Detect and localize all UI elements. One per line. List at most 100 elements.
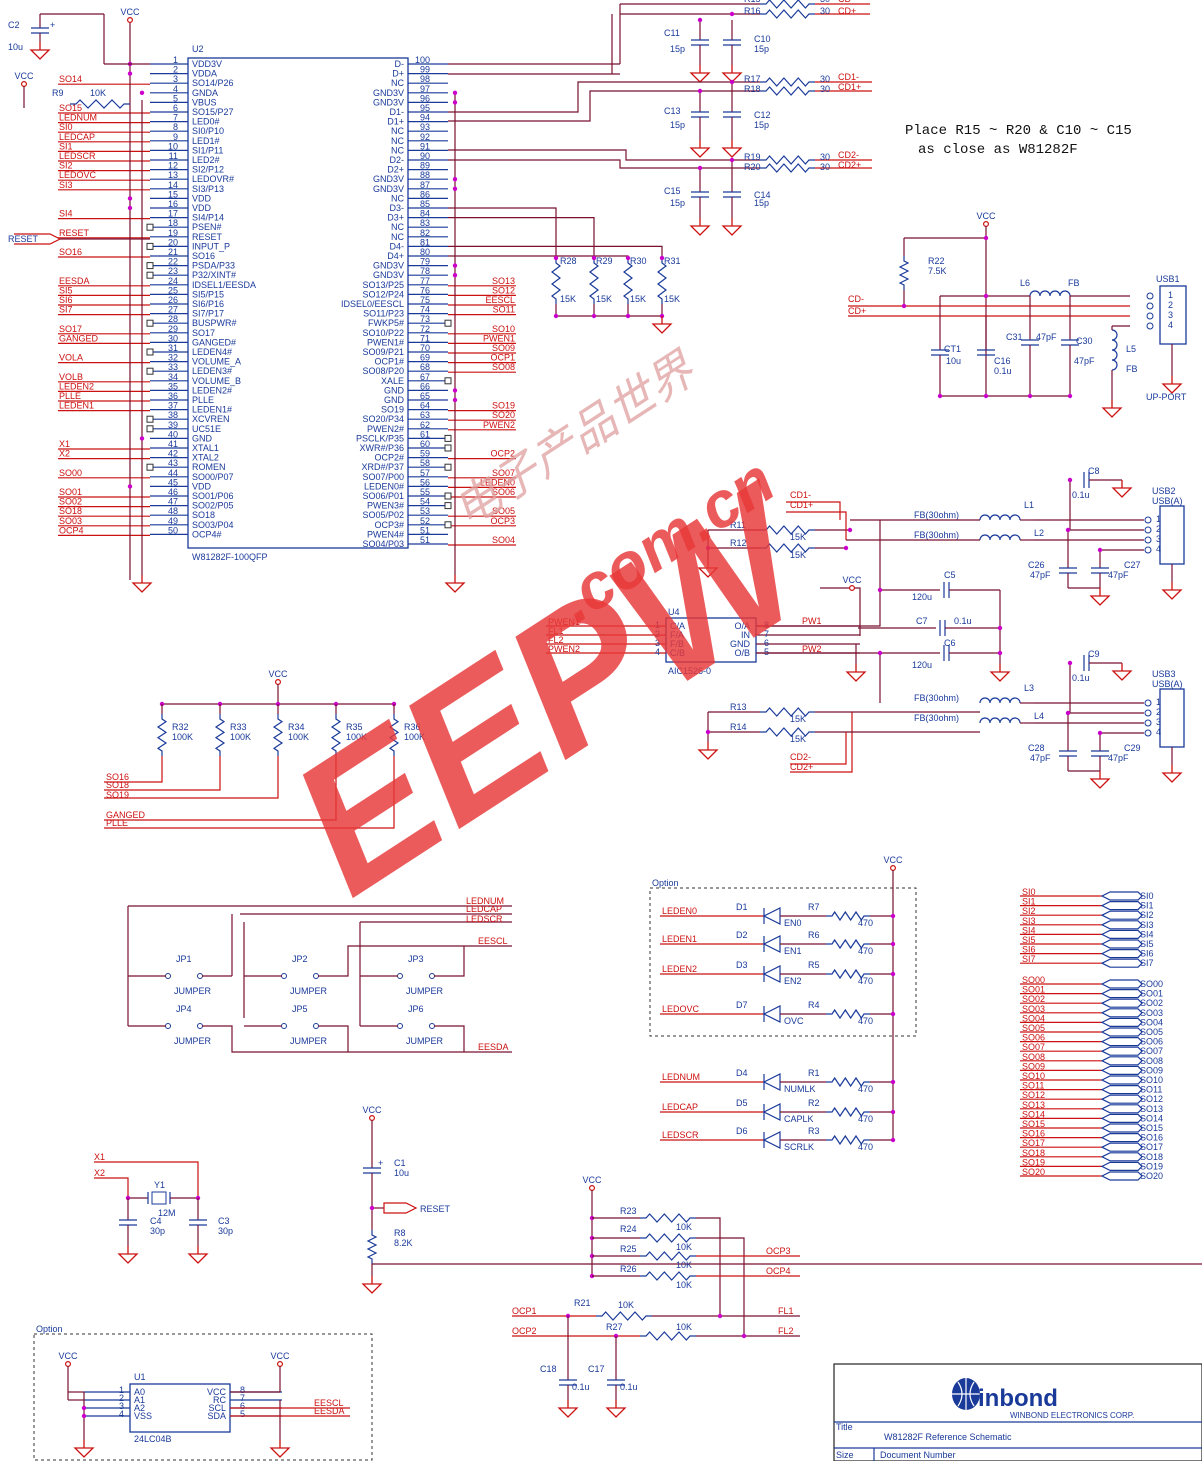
brand-name: inbond <box>978 1385 1058 1412</box>
u2-net-right: SO08 <box>492 362 515 372</box>
usb3-pin-marker <box>1144 699 1152 707</box>
u2-net-right: SO05 <box>492 506 515 516</box>
u4-net-pwen1: PWEN1 <box>548 617 580 627</box>
r22-ref: R22 <box>928 256 945 266</box>
ground-symbol <box>1089 588 1111 606</box>
wire <box>240 913 512 923</box>
net-table-so-left: SO18 <box>1022 1148 1045 1158</box>
u2-pin-name: SO19 <box>381 405 404 415</box>
led-net-ledscr: LEDSCR <box>662 1130 699 1140</box>
wire <box>786 501 847 540</box>
c7-ref: C7 <box>916 616 928 626</box>
u2-net-left: SO14 <box>59 74 82 84</box>
ground-symbol <box>605 1400 627 1418</box>
u2-pin-number: 25 <box>168 285 178 295</box>
junction-dot <box>1067 393 1073 399</box>
u2-pin-name: VDD <box>192 193 212 203</box>
capacitor <box>1091 750 1109 757</box>
u2-ref: U2 <box>192 44 204 54</box>
wire <box>815 81 872 92</box>
r19-value: 30 <box>820 152 830 162</box>
pw2-label: PW2 <box>802 644 822 654</box>
u1-u1_sda: SDA <box>207 1411 226 1421</box>
jp2-ref: JP2 <box>292 954 308 964</box>
u2-pin-name: XWR#/P36 <box>359 443 404 453</box>
u2-pin-name: SO01/P06 <box>192 491 234 501</box>
capacitor <box>363 1167 381 1174</box>
net-table-so-left: SO06 <box>1022 1033 1045 1043</box>
u2-net-left: SO15 <box>59 103 82 113</box>
up-port-label: UP-PORT <box>1146 392 1187 402</box>
resistor <box>826 910 870 922</box>
vcc-label: VCC <box>14 71 34 81</box>
r9-ref: R9 <box>52 88 64 98</box>
wire <box>448 245 663 258</box>
l1-ref: L1 <box>1024 500 1034 510</box>
r20-value: 30 <box>820 162 830 172</box>
u2-pin-name: UC51E <box>192 424 221 434</box>
cd2-minus-label: CD2- <box>838 150 859 160</box>
pw1-label: PW1 <box>802 616 822 626</box>
net-table-so-right: SO19 <box>1140 1161 1163 1171</box>
usb2-pin-marker <box>1144 546 1152 554</box>
jumper-pin <box>313 973 319 979</box>
r16-value: 30 <box>820 6 830 16</box>
jp-lednum: LEDNUM <box>466 896 504 906</box>
u4-pin-u4_r4: O/B <box>734 648 750 658</box>
wire <box>434 946 465 1052</box>
docnum-label: Document Number <box>880 1450 956 1460</box>
u2-pin-name: D+ <box>392 69 404 79</box>
r17-ref: R17 <box>744 74 761 84</box>
u2-pin-number: 2 <box>173 65 178 75</box>
vcc-label: VCC <box>268 669 288 679</box>
c9-value: 0.1u <box>1072 673 1090 683</box>
no-connect-marker <box>146 463 154 471</box>
net-port-arrow <box>1100 1133 1143 1143</box>
u2-net-right: OCP2 <box>490 449 515 459</box>
net-table-si-left: SI5 <box>1022 935 1036 945</box>
r7-ref: R7 <box>808 902 820 912</box>
c15-ref: C15 <box>664 186 681 196</box>
polarity-plus: + <box>50 20 55 30</box>
c26-ref: C26 <box>1028 560 1045 570</box>
u2-pin-name: GANGED# <box>192 337 236 347</box>
u2-pin-number: 17 <box>168 209 178 219</box>
u2-pin-name: GND <box>192 433 213 443</box>
net-table-si-left: SI2 <box>1022 906 1036 916</box>
u2-pin-name: OCP3# <box>374 520 404 530</box>
r30-value: 15K <box>630 294 646 304</box>
polarity-plus: + <box>378 1158 383 1168</box>
u2-pin-number: 64 <box>420 401 430 411</box>
junction-dot <box>127 484 133 489</box>
r6-ref: R6 <box>808 930 820 940</box>
ground-symbol <box>361 1276 383 1294</box>
u2-pin-name: SO13/P25 <box>362 280 404 290</box>
led-net-ledcap: LEDCAP <box>662 1102 698 1112</box>
junction-dot <box>625 313 631 319</box>
r20-ref: R20 <box>744 162 761 172</box>
u2-pin-number: 36 <box>168 391 178 401</box>
net-port-arrow <box>1100 949 1143 959</box>
c2-ref: C2 <box>8 20 20 30</box>
net-port-arrow <box>1100 1085 1143 1095</box>
ocp1-label: OCP1 <box>512 1306 537 1316</box>
c14-value: 15p <box>754 198 769 208</box>
jumper-pin <box>165 973 171 979</box>
wire <box>708 711 760 733</box>
c16-ref: C16 <box>994 356 1011 366</box>
u2-pin-name: SI6/P16 <box>192 299 224 309</box>
l2-ref: L2 <box>1034 528 1044 538</box>
u2-pin-number: 12 <box>168 161 178 171</box>
r36-value: 100K <box>404 732 425 742</box>
u2-pin-name: PWEN3# <box>367 501 404 511</box>
u2-pin-name: D2- <box>389 155 404 165</box>
ground-symbol <box>689 218 711 236</box>
u1-pin-number: 6 <box>240 1401 245 1411</box>
r24-value: 10K <box>676 1242 692 1252</box>
junction-dot <box>877 587 883 593</box>
capacitor <box>977 349 995 356</box>
inductor <box>1111 329 1118 371</box>
u2-pin-name: FWKP5# <box>368 318 404 328</box>
c17-value: 0.1u <box>620 1382 638 1392</box>
c29-ref: C29 <box>1124 743 1141 753</box>
